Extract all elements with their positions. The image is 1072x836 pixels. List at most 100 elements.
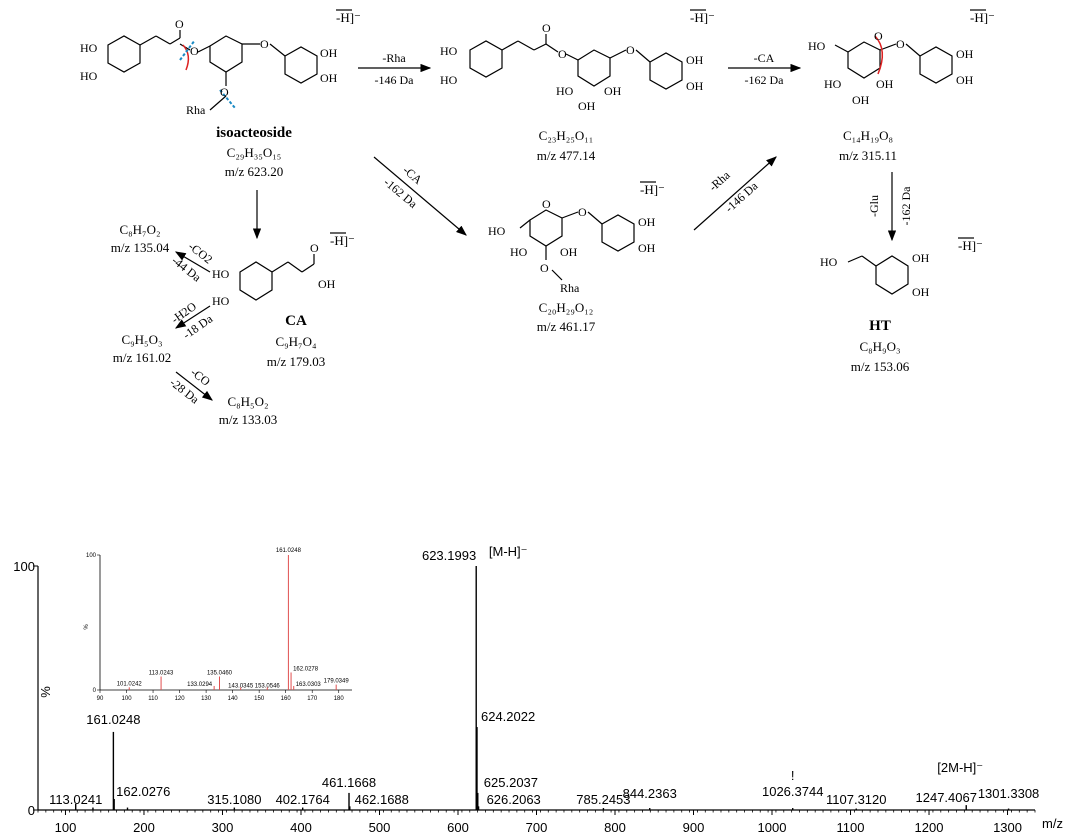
- arrow-461-to-315: [693, 156, 777, 231]
- main-peak-label: 1026.3744: [762, 784, 823, 799]
- svg-text:HO: HO: [824, 77, 842, 91]
- main-annotation: [2M-H]⁻: [937, 760, 983, 775]
- formula-c315: C₁₄H₁₉O₈: [843, 128, 893, 143]
- charge-tag-isoacteoside: -H]⁻: [336, 10, 361, 25]
- main-x-tick-label: 400: [290, 820, 312, 835]
- charge-tag-c461: -H]⁻: [640, 182, 665, 197]
- svg-text:O: O: [542, 21, 551, 35]
- charge-tag-ca: -H]⁻: [330, 233, 355, 248]
- inset-peak-label: 113.0243: [149, 671, 174, 677]
- arrow-label-loss: -CA: [754, 51, 775, 65]
- mz-ca: m/z 179.03: [267, 354, 326, 369]
- inset-y-tick-label: 0: [93, 688, 97, 694]
- mz-c461: m/z 461.17: [537, 319, 596, 334]
- svg-text:Rha: Rha: [560, 281, 580, 295]
- inset-peak-label: 161.0248: [276, 548, 302, 554]
- main-ylabel: %: [38, 686, 53, 698]
- arrow-label-delta: -162 Da: [745, 73, 785, 87]
- structure-ht: HO OH OH: [820, 251, 930, 299]
- svg-text:O: O: [578, 205, 587, 219]
- main-x-tick-label: 900: [683, 820, 705, 835]
- inset-peak-label: 143.0345: [228, 683, 254, 689]
- main-peak-label: 625.2037: [484, 775, 538, 790]
- formula-c477: C₂₃H₂₅O₁₁: [539, 128, 594, 143]
- svg-text:HO: HO: [212, 294, 230, 308]
- main-peak-label: 623.1993: [422, 548, 476, 563]
- inset-x-tick-label: 160: [281, 696, 292, 702]
- name-ht: HT: [869, 318, 891, 334]
- main-x-tick-label: 800: [604, 820, 626, 835]
- svg-text:OH: OH: [686, 79, 704, 93]
- main-annotation: [M-H]⁻: [489, 544, 528, 559]
- arrow-161-to-133: [175, 371, 213, 401]
- mz-ht: m/z 153.06: [851, 359, 910, 374]
- svg-text:O: O: [260, 37, 269, 51]
- main-peak-label: 161.0248: [86, 712, 140, 727]
- arrow-iso-to-461: [373, 156, 467, 236]
- main-annotation: !: [791, 768, 795, 783]
- main-x-tick-label: 1200: [915, 820, 944, 835]
- structure-ca: HO HO O OH: [212, 241, 336, 308]
- inset-x-tick-label: 140: [228, 696, 239, 702]
- main-xlabel: m/z: [1042, 816, 1063, 831]
- inset-ylabel: %: [84, 624, 90, 630]
- mz-f133: m/z 133.03: [219, 412, 278, 427]
- arrow-ca-to-135: [174, 251, 211, 273]
- svg-text:OH: OH: [578, 99, 596, 113]
- svg-text:OH: OH: [686, 53, 704, 67]
- arrow-label-loss: -CA: [400, 163, 425, 187]
- mz-f161: m/z 161.02: [113, 350, 172, 365]
- charge-tag-ht: -H]⁻: [958, 238, 983, 253]
- svg-text:O: O: [310, 241, 319, 255]
- svg-text:OH: OH: [320, 46, 338, 60]
- svg-text:OH: OH: [318, 277, 336, 291]
- svg-text:O: O: [540, 261, 549, 275]
- arrow-label-delta: -146 Da: [722, 178, 761, 215]
- main-peak-label: 785.2453: [576, 792, 630, 807]
- svg-text:HO: HO: [488, 224, 506, 238]
- svg-text:OH: OH: [912, 285, 930, 299]
- svg-text:O: O: [175, 17, 184, 31]
- arrow-label-delta: -146 Da: [375, 73, 415, 87]
- main-x-tick-label: 300: [212, 820, 234, 835]
- main-x-tick-label: 100: [55, 820, 77, 835]
- arrow-label-loss: -Rha: [382, 51, 406, 65]
- main-peak-label: 162.0276: [116, 784, 170, 799]
- name-ca: CA: [285, 313, 307, 329]
- formula-isoacteoside: C₂₉H₃₅O₁₅: [227, 145, 282, 160]
- mz-f135: m/z 135.04: [111, 240, 170, 255]
- formula-f135: C₈H₇O₂: [119, 222, 160, 237]
- main-peak-label: 626.2063: [487, 792, 541, 807]
- main-peak-label: 461.1668: [322, 775, 376, 790]
- svg-text:HO: HO: [510, 245, 528, 259]
- svg-text:OH: OH: [638, 241, 656, 255]
- main-peak-label: 462.1688: [355, 792, 409, 807]
- main-x-tick-label: 1100: [837, 820, 865, 835]
- main-peak-label: 113.0241: [49, 792, 102, 807]
- formula-ca: C₉H₇O₄: [275, 334, 317, 349]
- inset-x-tick-label: 130: [201, 696, 212, 702]
- inset-peak-label: 162.0278: [293, 666, 319, 672]
- main-x-tick-label: 500: [369, 820, 391, 835]
- main-peak-label: 624.2022: [481, 709, 535, 724]
- svg-text:HO: HO: [556, 84, 574, 98]
- structure-c315: HO O O HO OH OH OH OH: [808, 29, 974, 107]
- svg-text:HO: HO: [440, 44, 458, 58]
- inset-peak-label: 101.0242: [117, 681, 143, 687]
- inset-x-tick-label: 150: [254, 696, 265, 702]
- inset-x-tick-label: 170: [307, 696, 318, 702]
- main-peak-label: 402.1764: [276, 792, 330, 807]
- arrow-label-delta: -162 Da: [899, 186, 913, 226]
- arrow-label-loss: -Rha: [706, 168, 733, 194]
- formula-f133: C₈H₅O₂: [227, 394, 268, 409]
- main-x-tick-label: 1000: [758, 820, 787, 835]
- arrow-label-loss: -CO: [188, 365, 213, 389]
- inset-x-tick-label: 120: [175, 696, 186, 702]
- main-peak-label: 1247.4067: [916, 790, 977, 805]
- svg-text:HO: HO: [80, 69, 98, 83]
- inset-peak-label: 163.0303: [296, 682, 322, 688]
- svg-text:OH: OH: [876, 77, 894, 91]
